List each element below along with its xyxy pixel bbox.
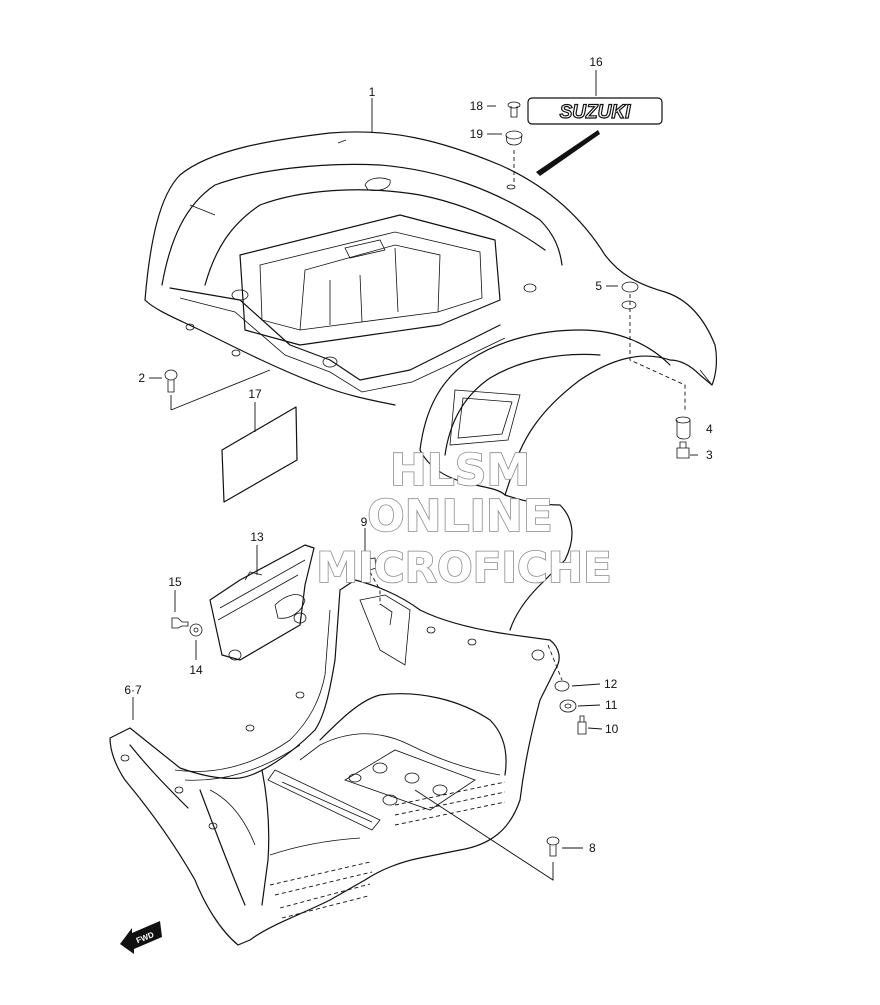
callout-15: 15 <box>168 575 182 589</box>
forward-direction-arrow: FWD <box>120 921 162 954</box>
callout-12: 12 <box>604 677 618 691</box>
callout-16: 16 <box>589 55 603 69</box>
callout-10: 10 <box>605 722 619 736</box>
rear-fender <box>144 131 718 631</box>
callout-14: 14 <box>189 663 203 677</box>
callout-5: 5 <box>595 279 602 293</box>
caution-label <box>221 406 298 503</box>
callout-6-7: 6·7 <box>124 683 142 697</box>
callout-17: 17 <box>248 387 262 401</box>
callout-8: 8 <box>589 841 596 855</box>
watermark-line-1: HLSM <box>390 445 530 496</box>
bracket-panel <box>209 544 315 661</box>
nut-14 <box>189 623 203 637</box>
bolt-10 <box>577 715 587 735</box>
watermark-line-2: ONLINE <box>367 491 553 542</box>
callout-19: 19 <box>470 127 484 141</box>
callout-3: 3 <box>706 448 713 462</box>
leader-lines <box>132 70 698 849</box>
screw-15 <box>171 617 189 629</box>
callout-1: 1 <box>369 85 376 99</box>
callout-2: 2 <box>138 371 145 385</box>
grommet-5 <box>621 281 639 293</box>
callout-18: 18 <box>470 99 484 113</box>
emblem-text: SUZUKI <box>560 102 631 123</box>
clip-9 <box>361 557 377 573</box>
bolt-2 <box>164 369 178 393</box>
callout-13: 13 <box>250 530 264 544</box>
watermark: HLSM ONLINE MICROFICHE <box>316 444 613 593</box>
nut-11 <box>559 699 577 713</box>
screw-18 <box>507 101 521 118</box>
suzuki-emblem: SUZUKI <box>527 97 663 176</box>
collar-4 <box>675 416 691 440</box>
callout-labels: 1 2 3 4 5 6·7 8 9 10 11 12 13 14 15 16 1… <box>124 55 713 855</box>
bolt-3 <box>676 441 690 459</box>
callout-4: 4 <box>706 422 713 436</box>
hardware <box>164 101 691 881</box>
bolt-8 <box>546 836 560 857</box>
callout-11: 11 <box>605 698 618 712</box>
washer-12 <box>554 680 570 692</box>
grommet-19 <box>505 130 523 146</box>
watermark-line-3: MICROFICHE <box>316 543 611 592</box>
footrest-panel <box>109 579 560 946</box>
callout-9: 9 <box>361 515 368 529</box>
